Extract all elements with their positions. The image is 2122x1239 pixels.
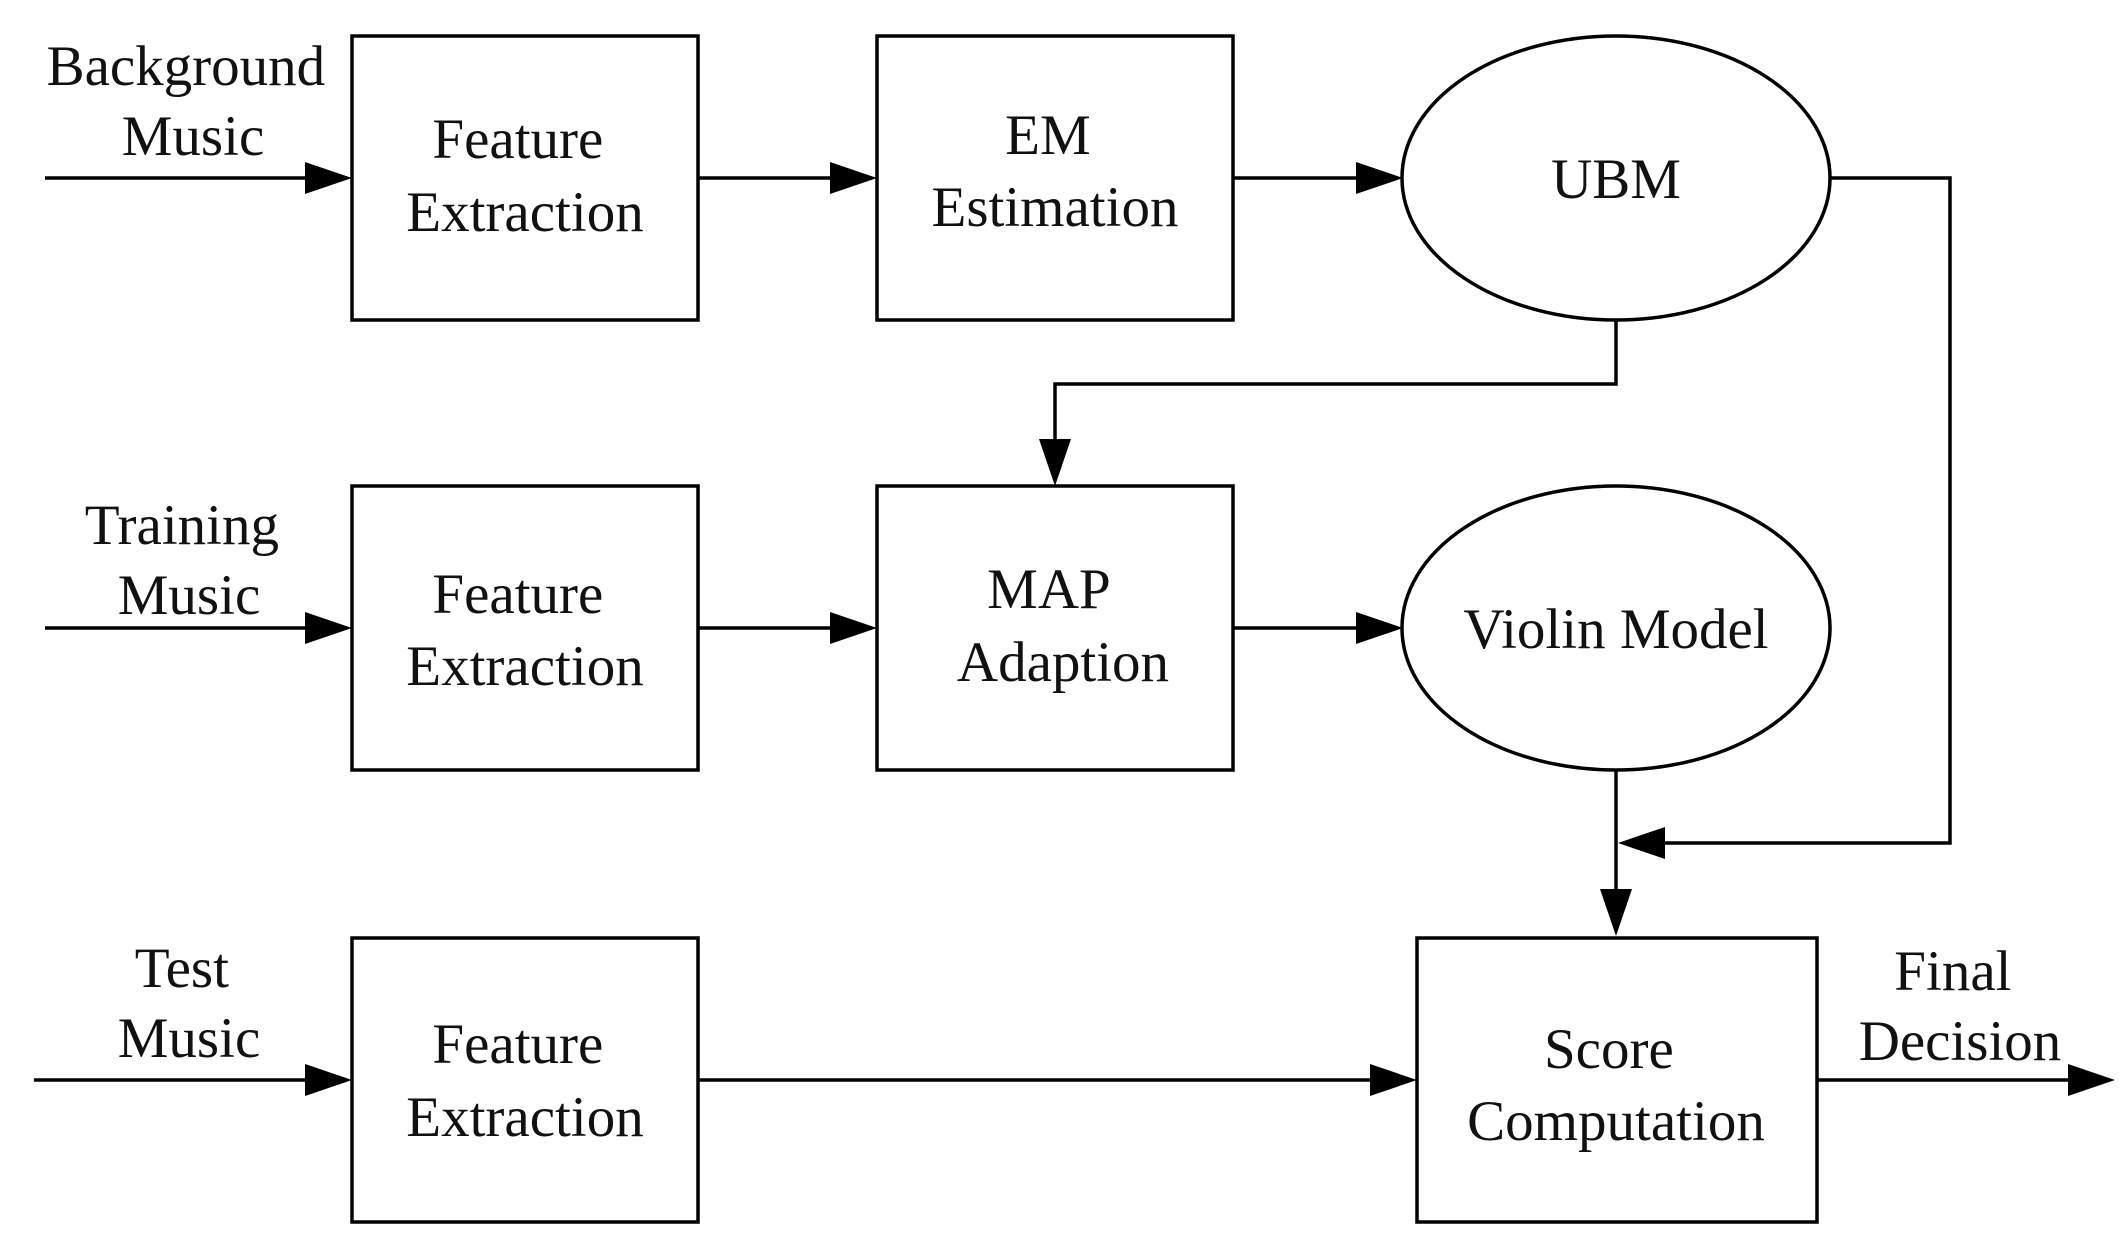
arrowhead [1039, 439, 1071, 486]
arrowhead [1618, 827, 1665, 859]
score-computation-block [1415, 936, 1819, 1224]
map-adaption-block [875, 484, 1235, 772]
arrowhead [830, 612, 877, 644]
feature-extraction-test-block [350, 936, 700, 1224]
em-estimation-block [875, 34, 1235, 322]
arrowhead [305, 162, 352, 194]
final-decision-label: Final Decision [1859, 940, 2062, 1073]
violin-model-label: Violin Model [1463, 598, 1768, 661]
arrowhead [305, 612, 352, 644]
training-music-label: Training Music [85, 494, 294, 627]
feature-extraction-test-label: Feature Extraction [406, 1013, 643, 1149]
arrow-ubm-to-score [1645, 176, 1952, 845]
ubm-label: UBM [1551, 148, 1681, 211]
feature-extraction-training-label: Feature Extraction [406, 563, 643, 698]
em-estimation-label: EM Estimation [932, 104, 1179, 239]
feature-extraction-training-block [350, 484, 700, 772]
arrowhead [1356, 162, 1403, 194]
arrowhead [305, 1064, 352, 1096]
arrowhead [830, 162, 877, 194]
arrowhead [1600, 889, 1632, 936]
feature-extraction-background-block [350, 34, 700, 322]
test-music-label: Test Music [118, 937, 261, 1070]
score-computation-label: Score Computation [1467, 1018, 1765, 1153]
background-music-label: Background Music [47, 35, 340, 168]
arrowhead [1356, 612, 1403, 644]
feature-extraction-background-label: Feature Extraction [406, 108, 643, 244]
arrowhead [2068, 1064, 2115, 1096]
arrowhead [1370, 1064, 1417, 1096]
map-adaption-label: MAP Adaption [957, 558, 1169, 694]
arrow-ubm-to-map [1053, 320, 1618, 440]
